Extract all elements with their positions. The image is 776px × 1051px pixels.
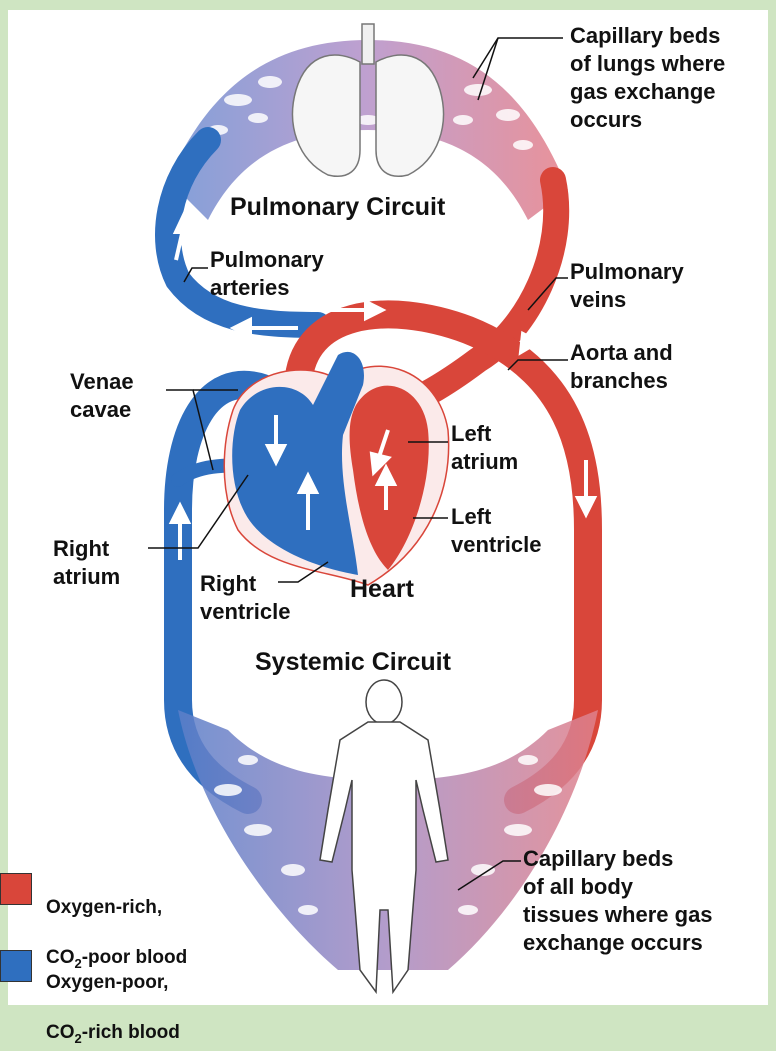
legend-oxygen-poor-swatch	[0, 950, 32, 982]
legend-oxygen-poor-line2-suffix: -rich blood	[81, 1022, 180, 1043]
systemic-circuit-title: Systemic Circuit	[255, 648, 451, 676]
body-capillary-mesh	[214, 755, 562, 915]
diagram-frame: Pulmonary Circuit Systemic Circuit Heart…	[0, 10, 768, 1046]
legend-oxygen-rich-sub: 2	[74, 955, 82, 971]
legend-oxygen-rich-line2-suffix: -poor blood	[81, 947, 188, 968]
legend-oxygen-rich-text: Oxygen-rich, CO2-poor blood	[46, 870, 187, 976]
right-ventricle-label: Right ventricle	[200, 571, 291, 624]
left-ventricle-label: Left ventricle	[451, 504, 542, 557]
pulmonary-arteries-label: Pulmonary arteries	[210, 247, 324, 300]
heart-icon	[223, 351, 450, 586]
lungs-icon	[291, 23, 445, 177]
capillary-lungs-label: Capillary beds of lungs where gas exchan…	[570, 23, 726, 132]
capillary-body-label: Capillary beds of all body tissues where…	[523, 846, 713, 955]
legend-oxygen-poor-sub: 2	[74, 1030, 82, 1046]
pulmonary-artery-vessel	[155, 127, 331, 338]
legend-oxygen-poor-line1: Oxygen-poor,	[46, 972, 169, 993]
legend-oxygen-rich-swatch	[0, 873, 32, 905]
pulmonary-circuit-title: Pulmonary Circuit	[230, 193, 446, 221]
flow-arrows	[168, 210, 598, 560]
aorta-label: Aorta and branches	[570, 340, 673, 393]
right-heart-chambers	[232, 351, 364, 575]
legend-oxygen-rich-line1: Oxygen-rich,	[46, 897, 163, 918]
left-atrium-label: Left atrium	[451, 421, 519, 474]
legend-oxygen-rich-line2-prefix: CO	[46, 947, 75, 968]
venae-cavae-label: Venae cavae	[70, 369, 134, 422]
circulation-diagram	[148, 23, 602, 995]
pulmonary-veins-label: Pulmonary veins	[570, 259, 684, 312]
legend-oxygen-poor-text: Oxygen-poor, CO2-rich blood	[46, 945, 180, 1051]
legend-oxygen-poor-line2-prefix: CO	[46, 1022, 75, 1043]
right-atrium-label: Right atrium	[53, 536, 121, 589]
human-body-icon	[319, 679, 449, 995]
heart-title: Heart	[350, 575, 414, 603]
leader-lines	[148, 37, 568, 891]
